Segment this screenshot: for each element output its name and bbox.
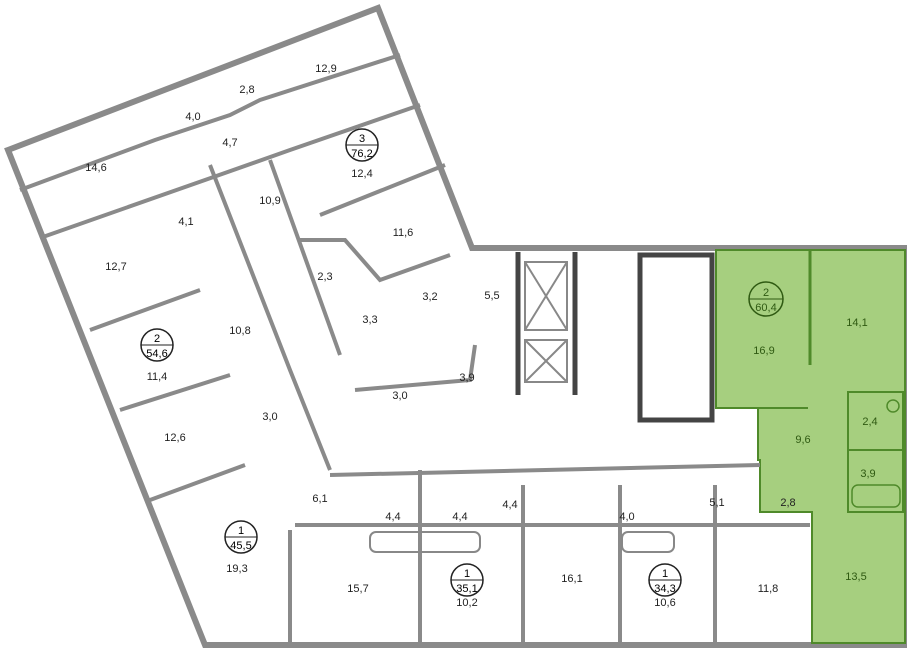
room-area: 4,7 <box>222 137 237 149</box>
room-area: 4,4 <box>452 511 467 523</box>
apartment-badge[interactable]: 1 34,3 <box>648 563 682 597</box>
bathtub-icon <box>851 484 901 508</box>
room-area: 11,8 <box>758 583 779 595</box>
room-area: 11,6 <box>393 227 414 239</box>
room-area: 3,0 <box>262 411 277 423</box>
room-area: 12,6 <box>164 432 185 444</box>
room-area: 3,9 <box>459 372 474 384</box>
badge-area: 35,1 <box>456 583 477 595</box>
room-area: 4,0 <box>619 511 634 523</box>
apartment-badge[interactable]: 1 35,1 <box>450 563 484 597</box>
room-area: 3,2 <box>422 291 437 303</box>
washer-icon <box>886 399 900 413</box>
room-area: 9,6 <box>795 434 810 446</box>
badge-rooms: 1 <box>464 568 470 580</box>
room-area: 13,5 <box>845 571 866 583</box>
room-area: 2,8 <box>780 497 795 509</box>
apartment-badge[interactable]: 2 54,6 <box>140 328 174 362</box>
room-area: 16,9 <box>753 345 774 357</box>
room-area: 12,7 <box>105 261 126 273</box>
badge-area: 54,6 <box>146 348 167 360</box>
room-area: 4,0 <box>185 111 200 123</box>
badge-area: 45,5 <box>230 540 251 552</box>
highlighted-room-labels: 16,9 14,1 2,4 9,6 3,9 13,5 <box>753 317 877 583</box>
apartment-badge[interactable]: 3 76,2 <box>345 128 379 162</box>
room-area: 5,5 <box>484 290 499 302</box>
room-area: 19,3 <box>226 563 247 575</box>
apartment-highlighted[interactable] <box>715 249 906 644</box>
room-area: 14,1 <box>846 317 867 329</box>
room-area: 15,7 <box>347 583 368 595</box>
badge-rooms: 1 <box>662 568 668 580</box>
room-area: 2,8 <box>239 84 254 96</box>
room-area: 2,4 <box>862 416 877 428</box>
room-area: 5,1 <box>709 497 724 509</box>
room-area: 14,6 <box>85 162 106 174</box>
room-area: 3,3 <box>362 314 377 326</box>
room-area: 10,6 <box>654 597 675 609</box>
badge-rooms: 2 <box>763 287 769 299</box>
room-area: 3,9 <box>860 468 875 480</box>
room-area: 16,1 <box>561 573 582 585</box>
badge-area: 60,4 <box>755 302 776 314</box>
badge-area: 34,3 <box>654 583 675 595</box>
room-area: 10,2 <box>456 597 477 609</box>
room-labels: 12,9 2,8 4,0 4,7 14,6 12,4 10,9 4,1 11,6… <box>85 63 795 609</box>
badge-rooms: 2 <box>154 333 160 345</box>
room-area: 2,3 <box>317 271 332 283</box>
room-area: 11,4 <box>147 371 168 383</box>
room-area: 4,1 <box>178 216 193 228</box>
bathroom-outline <box>847 391 904 513</box>
room-area: 4,4 <box>385 511 400 523</box>
room-area: 10,8 <box>229 325 250 337</box>
badge-area: 76,2 <box>351 148 372 160</box>
room-area: 10,9 <box>259 195 280 207</box>
room-area: 12,9 <box>315 63 336 75</box>
room-area: 3,0 <box>392 390 407 402</box>
apartment-badge-highlighted[interactable]: 2 60,4 <box>748 281 784 317</box>
room-area: 4,4 <box>502 499 517 511</box>
badge-rooms: 1 <box>238 525 244 537</box>
badge-rooms: 3 <box>359 133 365 145</box>
room-area: 12,4 <box>351 168 372 180</box>
apartment-badge[interactable]: 1 45,5 <box>224 520 258 554</box>
room-area: 6,1 <box>312 493 327 505</box>
walls <box>19 53 810 645</box>
